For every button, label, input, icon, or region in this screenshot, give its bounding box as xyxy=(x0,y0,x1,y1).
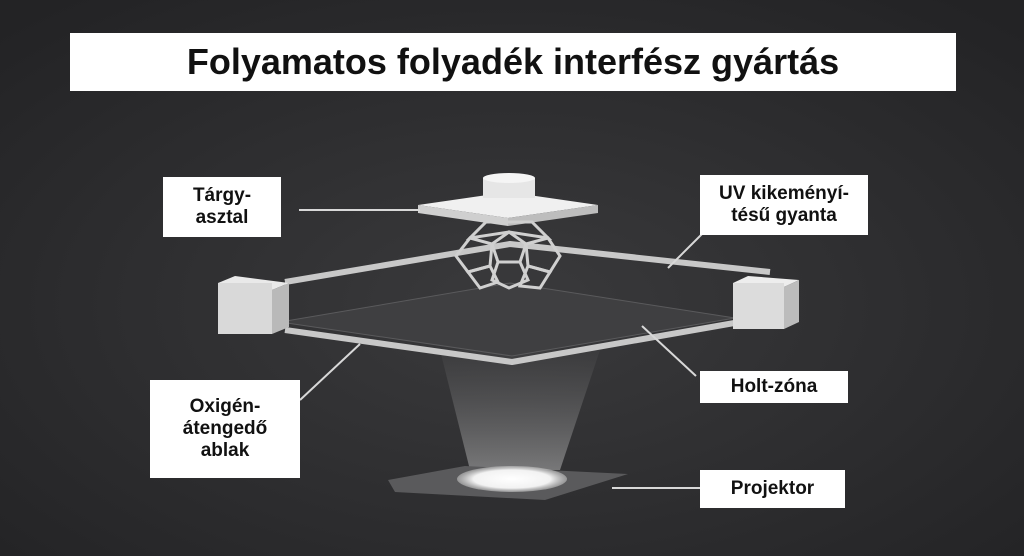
left-corner-block xyxy=(218,276,289,334)
page-title: Folyamatos folyadék interfész gyártás xyxy=(70,33,956,91)
label-oxygen-window-line-1: Oxigén- xyxy=(189,396,261,417)
label-build-platform: Tárgy- asztal xyxy=(163,177,281,237)
label-build-platform-line-1: Tárgy- xyxy=(192,185,252,206)
label-uv-resin: UV kikeményí- tésű gyanta xyxy=(700,175,868,235)
leader-line-window xyxy=(299,343,361,401)
label-dead-zone-text: Holt-zóna xyxy=(730,376,818,397)
projector xyxy=(388,466,628,500)
vat-frame xyxy=(284,241,771,365)
label-oxygen-window: Oxigén- átengedő ablak xyxy=(150,380,300,478)
label-build-platform-line-2: asztal xyxy=(195,207,249,228)
label-oxygen-window-line-3: ablak xyxy=(200,440,250,461)
right-corner-block xyxy=(733,276,799,329)
projector-light-beam xyxy=(440,350,600,470)
label-projector: Projektor xyxy=(700,470,845,508)
printed-object-lattice xyxy=(454,220,562,290)
leader-line-deadzone xyxy=(641,325,697,377)
label-uv-resin-line-2: tésű gyanta xyxy=(731,205,837,226)
label-projector-text: Projektor xyxy=(730,478,815,499)
projector-lens-glow xyxy=(457,466,567,492)
label-uv-resin-line-1: UV kikeményí- xyxy=(719,183,849,204)
label-dead-zone: Holt-zóna xyxy=(700,371,848,403)
label-oxygen-window-line-2: átengedő xyxy=(182,418,268,439)
